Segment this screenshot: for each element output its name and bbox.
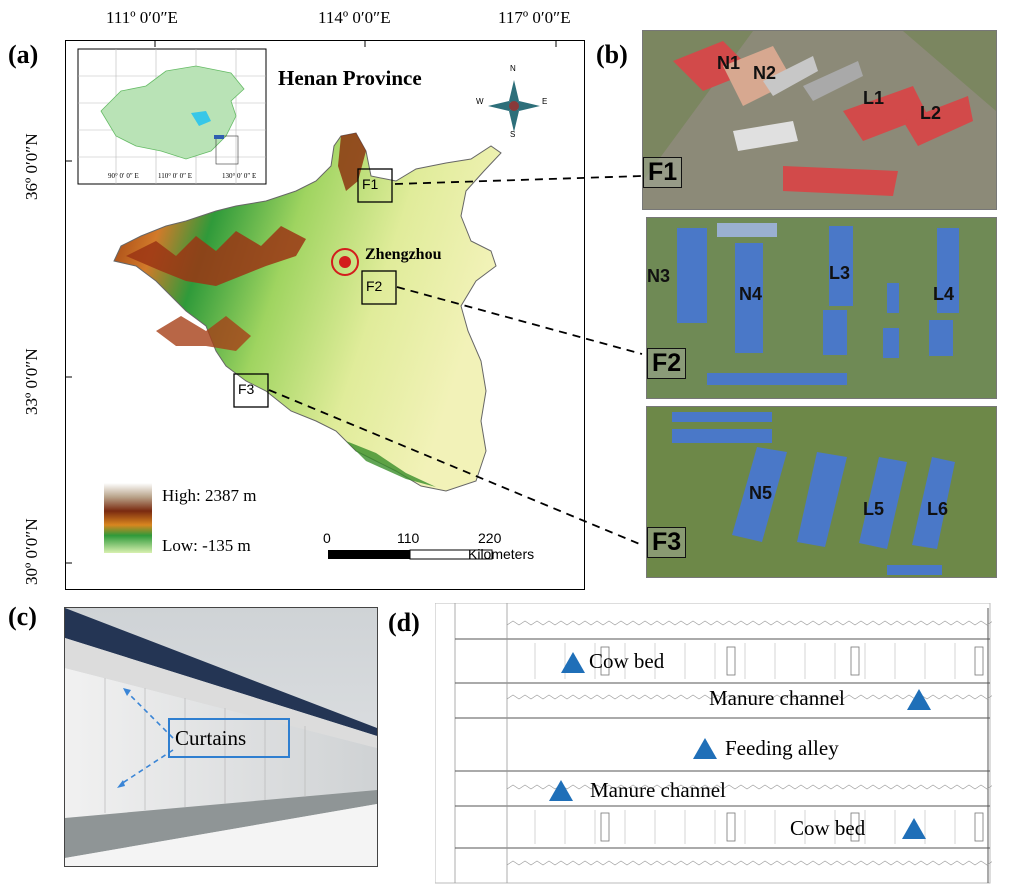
satellite-f2: N3 N4 L3 L4 F2 [646, 217, 997, 399]
row-label-cow-bed-2: Cow bed [790, 816, 866, 840]
satellite-f1: N1 N2 L1 L2 F1 [642, 30, 997, 210]
building-n5: N5 [749, 483, 773, 503]
satellite-f3: N5 L5 L6 F3 [646, 406, 997, 578]
building-l2: L2 [920, 103, 942, 123]
building-n4: N4 [739, 284, 763, 304]
building-l6: L6 [927, 499, 949, 519]
marker-manure-channel-2 [549, 780, 573, 801]
farm-tag-f3: F3 [647, 527, 687, 558]
farm-tag-f1: F1 [643, 157, 683, 188]
row-label-feeding-alley: Feeding alley [725, 736, 839, 760]
map-tick-lon-1: 111º 0′0″E [106, 8, 178, 27]
building-n1: N1 [717, 53, 741, 73]
compass-n: N [510, 64, 516, 73]
farm-label-f1: F1 [362, 176, 379, 192]
map-title: Henan Province [278, 66, 422, 90]
scale-tick-110: 110 [397, 530, 420, 546]
curtains-callout: Curtains [175, 726, 247, 750]
henan-dem-map [66, 41, 557, 564]
capital-label: Zhengzhou [365, 246, 442, 263]
curtains-callout-box [168, 718, 290, 758]
building-n2: N2 [753, 63, 777, 83]
row-label-manure-channel-1: Manure channel [709, 686, 845, 710]
marker-manure-channel-1 [907, 689, 931, 710]
elevation-legend-ramp [104, 483, 152, 553]
panel-label-b: (b) [596, 40, 628, 69]
compass-w: W [476, 97, 484, 106]
legend-low: Low: -135 m [162, 536, 251, 555]
panel-label-a: (a) [8, 40, 39, 69]
inset-tick-1: 90° 0′ 0″ E [108, 172, 139, 180]
legend-high: High: 2387 m [162, 486, 257, 505]
map-tick-lon-2: 114º 0′0″E [318, 8, 391, 27]
row-label-manure-channel-2: Manure channel [590, 778, 726, 802]
farm-label-f2: F2 [366, 278, 383, 294]
building-l1: L1 [863, 88, 885, 108]
scale-unit: Kilometers [468, 546, 535, 562]
marker-cow-bed-2 [902, 818, 926, 839]
inset-tick-3: 130° 0′ 0″ E [222, 172, 257, 180]
scale-tick-0: 0 [323, 530, 331, 546]
marker-feeding-alley [693, 738, 717, 759]
farm-label-f3: F3 [238, 381, 255, 397]
building-l3: L3 [829, 263, 851, 283]
building-l5: L5 [863, 499, 885, 519]
compass-s: S [510, 130, 516, 139]
panel-label-d: (d) [388, 608, 420, 637]
inset-tick-2: 110° 0′ 0″ E [158, 172, 193, 180]
map-tick-lon-3: 117º 0′0″E [498, 8, 571, 27]
building-n3: N3 [647, 266, 671, 286]
farm-box-f2 [361, 270, 397, 305]
building-l4: L4 [933, 284, 955, 304]
row-label-cow-bed-1: Cow bed [589, 649, 665, 673]
map-frame [65, 40, 585, 590]
compass-e: E [542, 97, 548, 106]
layout-plan: Cow bed Manure channel Feeding alley Man… [434, 602, 1012, 885]
compass-rose-icon [488, 80, 540, 132]
barn-photo: Curtains [64, 607, 378, 867]
farm-box-f3 [233, 373, 269, 408]
farm-box-f1 [357, 168, 393, 203]
farm-tag-f2: F2 [647, 348, 687, 379]
marker-cow-bed-1 [561, 652, 585, 673]
panel-label-c: (c) [8, 602, 37, 631]
scale-tick-220: 220 [478, 530, 502, 546]
